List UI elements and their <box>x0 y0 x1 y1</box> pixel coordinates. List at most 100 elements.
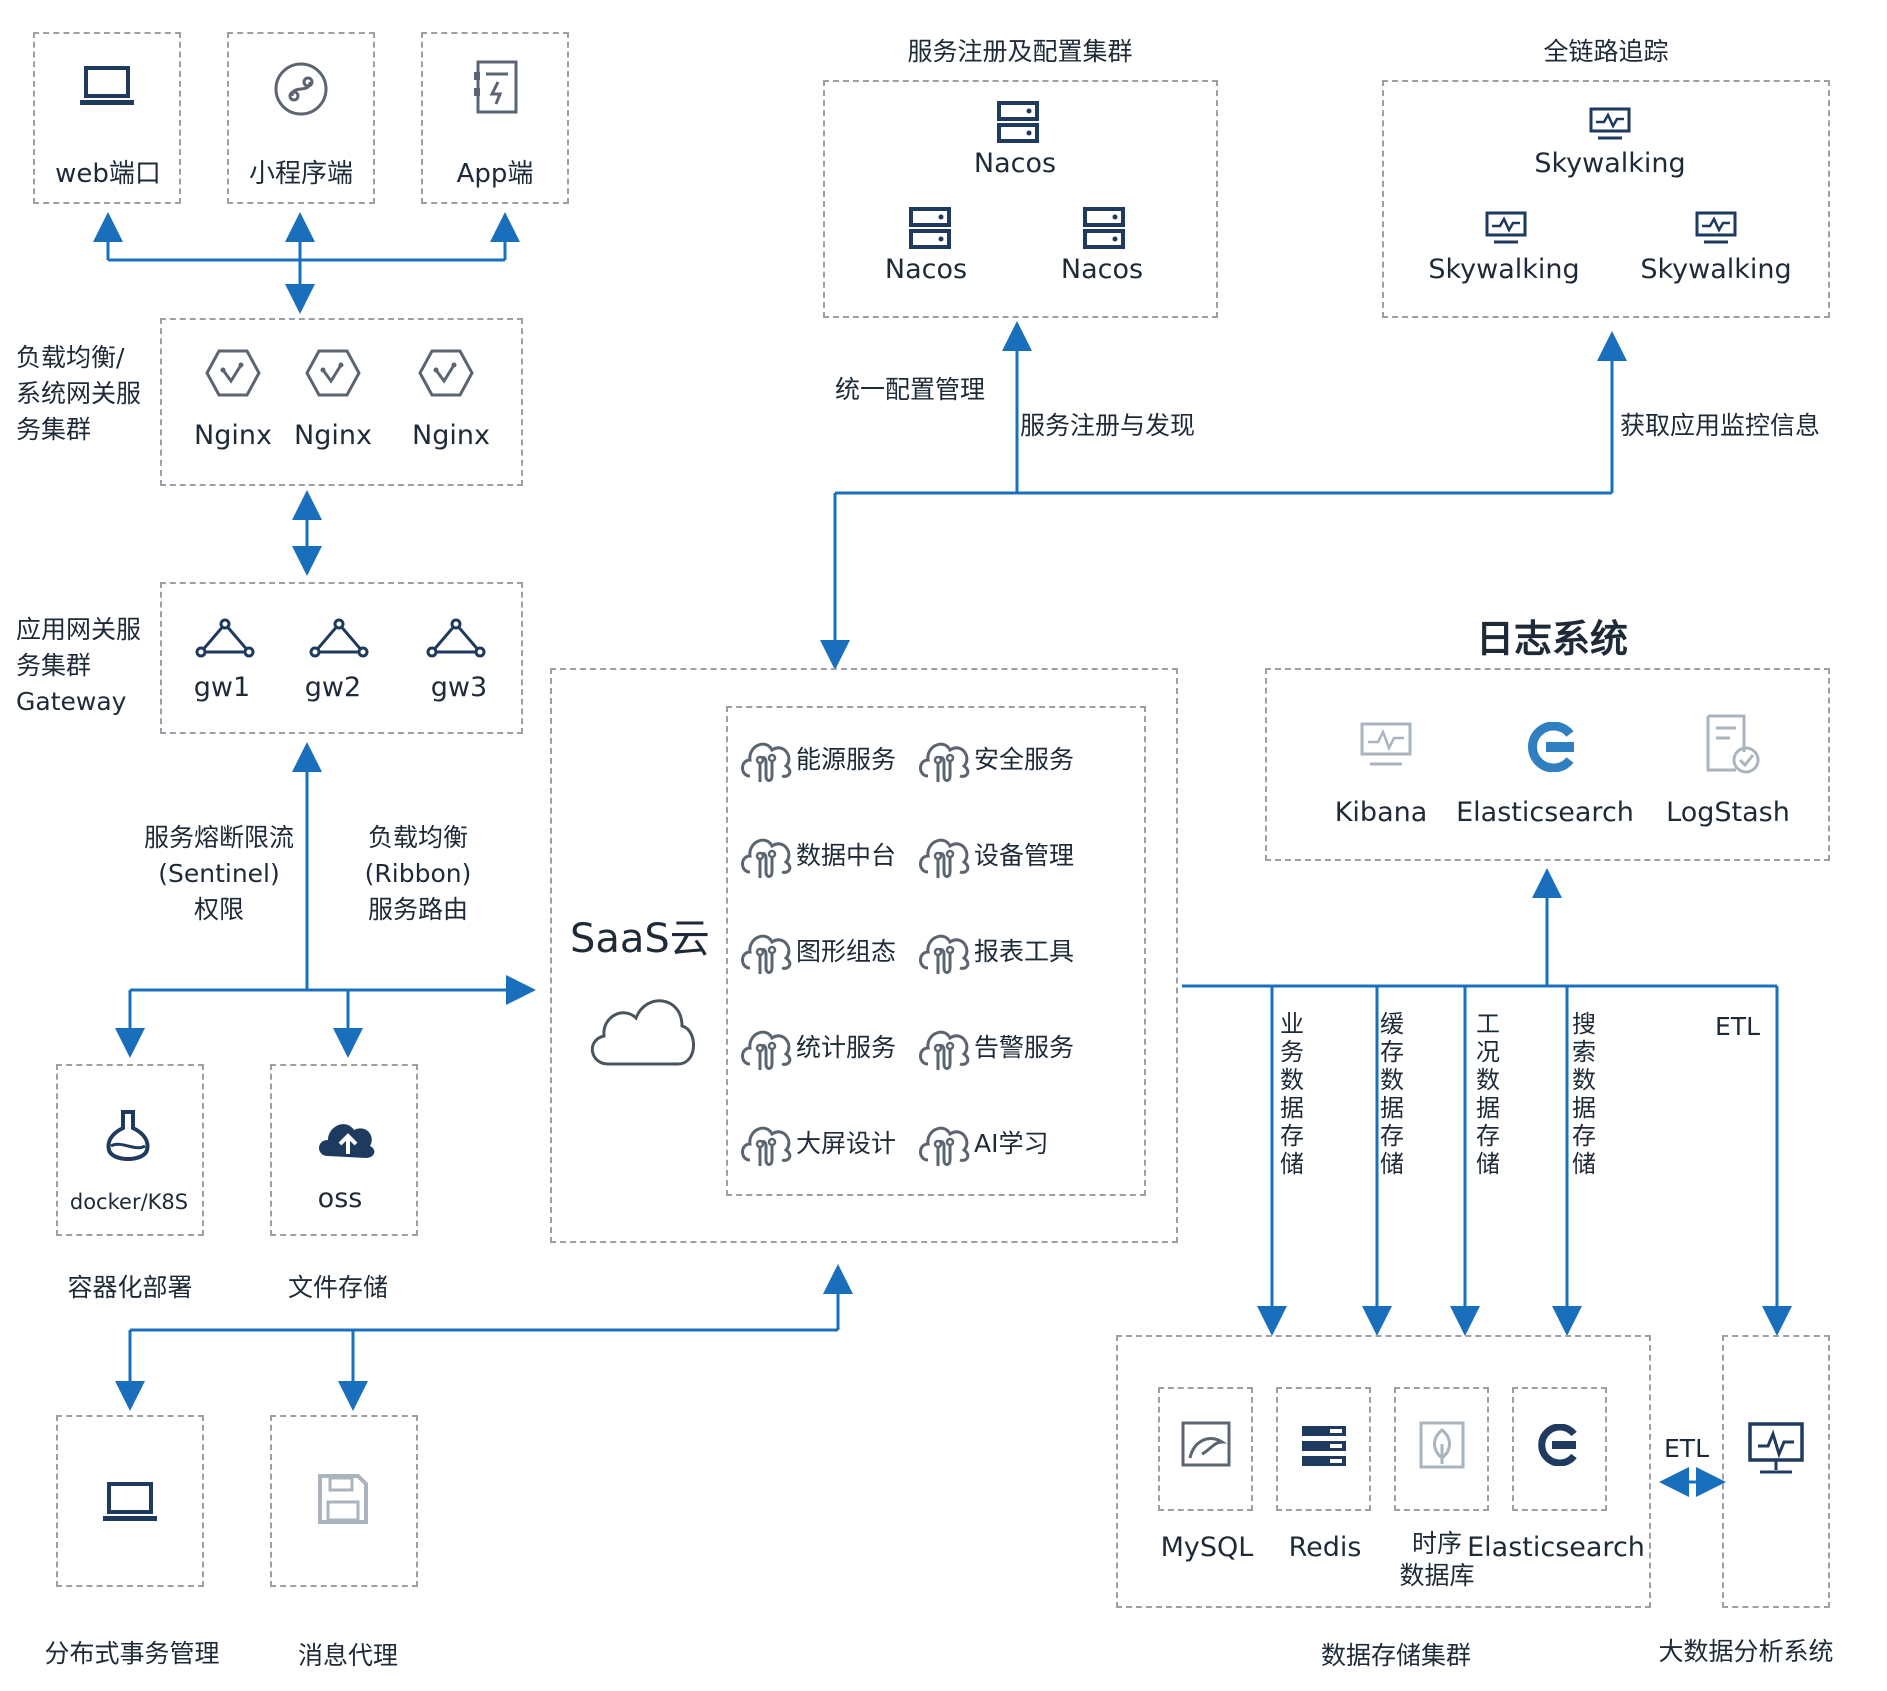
service-label: 统计服务 <box>796 1033 897 1062</box>
app-client-label: App端 <box>456 159 534 189</box>
lb-cluster-box <box>160 318 523 486</box>
cloud-service-icon <box>738 1114 794 1170</box>
tsdb-box <box>1394 1387 1489 1511</box>
services-box <box>726 706 1146 1196</box>
cloud-service-icon <box>916 826 972 882</box>
service-label: 报表工具 <box>974 937 1075 966</box>
search-storage-edge-label: 搜索数据存储 <box>1572 1010 1596 1178</box>
kibana-monitor-icon <box>1360 722 1412 766</box>
etl-edge-label: ETL <box>1715 1012 1760 1041</box>
service-item: AI学习 <box>916 1112 1048 1172</box>
elasticsearch-icon <box>1538 1424 1577 1466</box>
mysql-icon <box>1181 1421 1231 1467</box>
cloud-service-icon <box>916 1114 972 1170</box>
nginx-icon <box>305 349 361 397</box>
bigdata-box <box>1722 1335 1830 1608</box>
service-item: 设备管理 <box>916 824 1074 884</box>
skywalking-label-3: Skywalking <box>1640 254 1792 285</box>
ribbon-edge-label: 负载均衡 (Ribbon) 服务路由 <box>364 823 472 924</box>
monitor-edge-label: 获取应用监控信息 <box>1620 411 1821 440</box>
service-label: 数据中台 <box>796 841 897 870</box>
saas-title: SaaS云 <box>570 916 710 962</box>
server-icon <box>997 101 1039 143</box>
service-label: 能源服务 <box>796 745 897 774</box>
nacos-label-2: Nacos <box>884 254 968 285</box>
cache-storage-edge-label: 缓存数据存储 <box>1380 1010 1404 1178</box>
skywalking-label-1: Skywalking <box>1534 148 1686 179</box>
sentinel-edge-label: 服务熔断限流 (Sentinel) 权限 <box>143 823 295 924</box>
nginx-icon <box>418 349 474 397</box>
monitor-icon <box>1485 211 1527 244</box>
es-storage-box <box>1512 1387 1607 1511</box>
cloud-service-icon <box>916 922 972 978</box>
miniprogram-client-label: 小程序端 <box>248 159 354 189</box>
gateway-label-2: gw2 <box>304 672 362 703</box>
bigdata-caption: 大数据分析系统 <box>1658 1637 1834 1666</box>
storage-cluster-caption: 数据存储集群 <box>1320 1641 1472 1670</box>
storage-cluster-box <box>1116 1335 1651 1608</box>
kibana-label: Kibana <box>1334 797 1428 828</box>
cloud-icon <box>591 999 695 1066</box>
nginx-label-1: Nginx <box>194 420 272 451</box>
discovery-edge-label: 服务注册与发现 <box>1020 411 1196 440</box>
miniprogram-icon <box>274 62 328 116</box>
web-client-box <box>33 32 181 204</box>
message-broker-caption: 消息代理 <box>297 1641 399 1670</box>
service-item: 图形组态 <box>738 920 896 980</box>
analytics-monitor-icon <box>1748 1422 1804 1474</box>
cloud-service-icon <box>738 730 794 786</box>
service-label: 设备管理 <box>974 841 1075 870</box>
service-item: 数据中台 <box>738 824 896 884</box>
elasticsearch-icon <box>1528 722 1574 772</box>
docker-label: docker/K8S <box>69 1190 189 1214</box>
redis-icon <box>1302 1426 1346 1466</box>
gateway-cluster-box <box>160 582 523 734</box>
cloud-service-icon <box>738 922 794 978</box>
laptop-icon <box>103 1482 157 1521</box>
server-icon <box>1083 207 1125 249</box>
service-label: 大屏设计 <box>796 1129 897 1158</box>
leaf-icon <box>1419 1421 1465 1469</box>
nginx-icon <box>205 349 261 397</box>
service-item: 安全服务 <box>916 728 1074 788</box>
laptop-icon <box>80 66 134 105</box>
logging-box <box>1265 668 1830 861</box>
cloud-service-icon <box>916 1018 972 1074</box>
cloud-upload-icon <box>319 1124 375 1158</box>
service-label: 图形组态 <box>796 937 897 966</box>
docker-caption: 容器化部署 <box>67 1273 193 1302</box>
etl-bidirectional-label: ETL <box>1664 1434 1709 1463</box>
tsdb-label: 时序 数据库 <box>1399 1529 1475 1590</box>
service-item: 告警服务 <box>916 1016 1074 1076</box>
redis-box <box>1276 1387 1371 1511</box>
server-icon <box>909 207 951 249</box>
oss-box <box>270 1064 418 1236</box>
service-item: 大屏设计 <box>738 1112 896 1172</box>
message-broker-box <box>270 1415 418 1587</box>
saas-box <box>550 668 1178 1243</box>
lb-cluster-label: 负载均衡/ 系统网关服 务集群 <box>16 343 142 444</box>
mysql-box <box>1158 1387 1253 1511</box>
logging-title: 日志系统 <box>1475 617 1629 661</box>
registry-box <box>823 80 1218 318</box>
gateway-icon <box>195 618 255 658</box>
app-icon <box>474 60 518 114</box>
monitor-icon <box>1695 211 1737 244</box>
cloud-service-icon <box>916 730 972 786</box>
distributed-tx-box <box>56 1415 204 1587</box>
business-storage-edge-label: 业务数据存储 <box>1280 1010 1304 1178</box>
docker-box <box>56 1064 204 1236</box>
gateway-label-1: gw1 <box>193 672 251 703</box>
service-label: 告警服务 <box>974 1033 1075 1062</box>
gateway-cluster-label: 应用网关服 务集群 Gateway <box>16 615 142 716</box>
miniprogram-client-box <box>227 32 375 204</box>
service-item: 统计服务 <box>738 1016 896 1076</box>
service-item: 能源服务 <box>738 728 896 788</box>
gateway-label-3: gw3 <box>430 672 488 703</box>
es-log-label: Elasticsearch <box>1456 797 1634 828</box>
service-item: 报表工具 <box>916 920 1074 980</box>
nginx-label-2: Nginx <box>294 420 372 451</box>
cloud-service-icon <box>738 1018 794 1074</box>
